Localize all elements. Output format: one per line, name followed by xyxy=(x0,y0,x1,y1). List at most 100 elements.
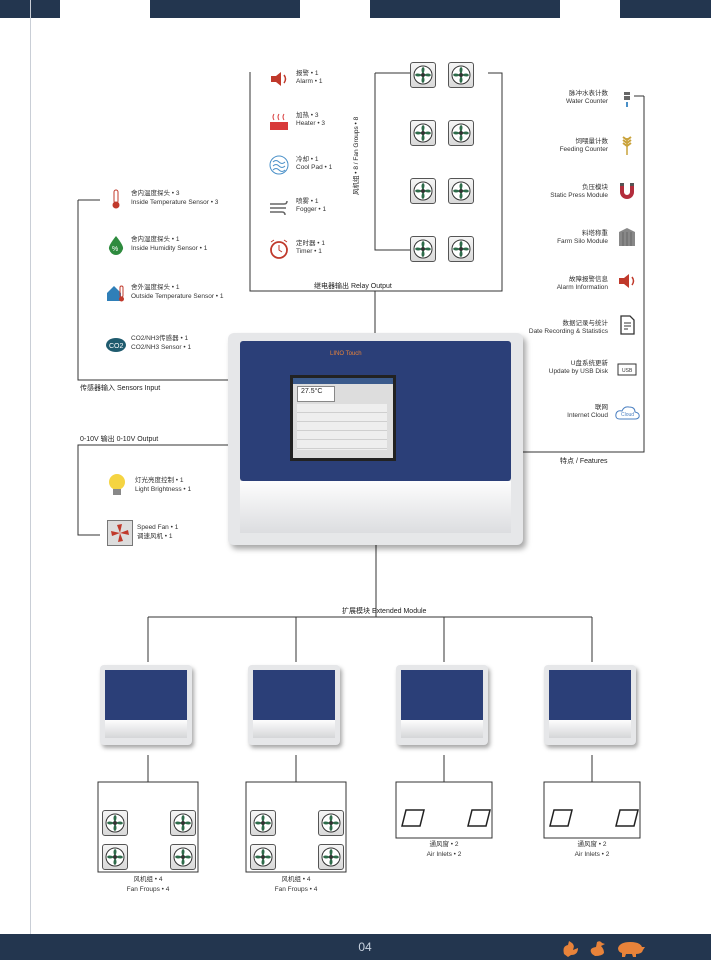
feature-cn: 料塔称重 xyxy=(582,230,608,237)
feature-en: Feeding Counter xyxy=(559,146,608,153)
sensor-item-cn: 舍内温度探头 • 3 xyxy=(131,190,180,197)
co2-cloud-icon: CO2 xyxy=(105,332,127,354)
fan-icon xyxy=(410,178,436,204)
extension-module-device xyxy=(544,665,636,745)
air-inlet-icon xyxy=(548,808,574,828)
alarm-clock-icon xyxy=(268,238,290,260)
usb-icon: USB xyxy=(616,358,638,380)
feature-cn: 联网 xyxy=(595,404,608,411)
main-controller-device: LINO Touch 27.5°C xyxy=(228,333,523,545)
relay-item-en: Alarm • 1 xyxy=(296,78,323,85)
fan-icon xyxy=(448,62,474,88)
svg-text:Cloud: Cloud xyxy=(621,412,634,418)
controller-base xyxy=(240,481,511,533)
relay-item-en: Fogger • 1 xyxy=(296,206,327,213)
fan-icon xyxy=(102,810,128,836)
speaker-icon xyxy=(616,270,638,292)
animal-icons xyxy=(563,941,645,957)
pig-icon xyxy=(618,942,645,957)
air-inlet-icon xyxy=(614,808,640,828)
fan-icon xyxy=(318,844,344,870)
relay-item-cn: 喷雾 • 1 xyxy=(296,198,319,205)
feature-cn: 负压模块 xyxy=(582,184,608,191)
magnet-icon xyxy=(616,180,638,202)
extension-label-cn: 风机组 • 4 xyxy=(281,876,311,883)
fan-icon xyxy=(170,844,196,870)
extension-label-en: Fan Froups • 4 xyxy=(274,886,318,893)
extension-module-device xyxy=(396,665,488,745)
fan-icon xyxy=(448,236,474,262)
svg-text:%: % xyxy=(112,246,118,253)
sensor-item-en: Inside Temperature Sensor • 3 xyxy=(131,199,219,206)
fan-group-grid xyxy=(410,62,480,262)
cool-pad-icon xyxy=(268,154,290,176)
fan-icon xyxy=(448,120,474,146)
sensor-item-en: CO2/NH3 Sensor • 1 xyxy=(131,344,192,351)
duck-icon xyxy=(590,941,605,956)
air-inlet-icon xyxy=(400,808,426,828)
feature-cn: 脉冲水表计数 xyxy=(569,90,608,97)
extension-label-cn: 通风窗 • 2 xyxy=(429,841,459,848)
speaker-icon xyxy=(268,68,290,90)
analog-item-cn: Speed Fan • 1 xyxy=(137,524,179,531)
feature-en: Static Press Module xyxy=(550,192,608,199)
extension-label-en: Fan Froups • 4 xyxy=(126,886,170,893)
house-thermometer-icon xyxy=(105,282,127,304)
speed-fan-icon xyxy=(107,520,133,546)
chicken-icon xyxy=(563,941,578,957)
feature-en: Update by USB Disk xyxy=(548,368,608,375)
controller-touchscreen: 27.5°C xyxy=(290,375,396,461)
feature-cn: 数据记录与统计 xyxy=(562,320,609,327)
extension-fan-grid xyxy=(102,810,198,872)
feature-en: Water Counter xyxy=(565,98,608,105)
document-icon xyxy=(616,314,638,336)
feature-cn: 饲喂量计数 xyxy=(575,138,609,145)
left-margin-rule xyxy=(30,0,31,934)
fan-icon xyxy=(250,810,276,836)
fan-icon xyxy=(102,844,128,870)
extension-label-cn: 通风窗 • 2 xyxy=(577,841,607,848)
extension-fan-grid xyxy=(250,810,346,872)
extension-module-device xyxy=(248,665,340,745)
sensor-item-cn: CO2/NH3传感器 • 1 xyxy=(131,335,189,342)
sensor-item-en: Inside Humidity Sensor • 1 xyxy=(131,245,208,252)
controller-brand: LINO Touch xyxy=(330,351,362,357)
sensor-item-cn: 舍内湿度探头 • 1 xyxy=(131,236,180,243)
relay-item-cn: 定时器 • 1 xyxy=(296,240,326,247)
wheat-icon xyxy=(616,134,638,156)
analog-item-cn: 灯光亮度控制 • 1 xyxy=(135,477,184,484)
relay-item-cn: 报警 • 1 xyxy=(296,70,319,77)
extension-label-cn: 风机组 • 4 xyxy=(133,876,163,883)
bottom-banner xyxy=(0,934,711,960)
fogger-icon xyxy=(268,196,290,218)
relay-item-en: Timer • 1 xyxy=(296,248,322,255)
svg-text:CO2: CO2 xyxy=(109,343,124,350)
fan-icon xyxy=(410,62,436,88)
fan-icon xyxy=(410,236,436,262)
analog-output-header: 0-10V 输出 0-10V Output xyxy=(80,436,159,443)
fan-icon xyxy=(170,810,196,836)
extended-module-header: 扩展模块 Extended Module xyxy=(342,608,427,615)
fan-icon xyxy=(448,178,474,204)
fan-icon xyxy=(410,120,436,146)
relay-item-cn: 加热 • 3 xyxy=(296,112,319,119)
extension-label-en: Air Inlets • 2 xyxy=(426,851,462,858)
humidity-icon: % xyxy=(105,234,127,256)
fan-icon xyxy=(250,844,276,870)
relay-output-header: 继电器输出 Relay Output xyxy=(314,283,392,290)
sensor-item-cn: 舍外温度探头 • 1 xyxy=(131,284,180,291)
feature-en: Date Recording & Statistics xyxy=(528,328,608,335)
svg-text:USB: USB xyxy=(622,368,633,374)
silo-icon xyxy=(616,226,638,248)
relay-item-cn: 冷却 • 1 xyxy=(296,156,319,163)
faucet-icon xyxy=(616,88,638,110)
extension-module-device xyxy=(100,665,192,745)
sensor-item-en: Outside Temperature Sensor • 1 xyxy=(131,293,224,300)
feature-en: Alarm Information xyxy=(556,284,608,291)
features-header: 特点 / Features xyxy=(560,458,608,465)
feature-cn: 故障报警信息 xyxy=(569,276,608,283)
top-banner xyxy=(0,0,711,18)
feature-cn: U盘系统更新 xyxy=(570,360,608,367)
screen-temperature: 27.5°C xyxy=(301,388,323,395)
